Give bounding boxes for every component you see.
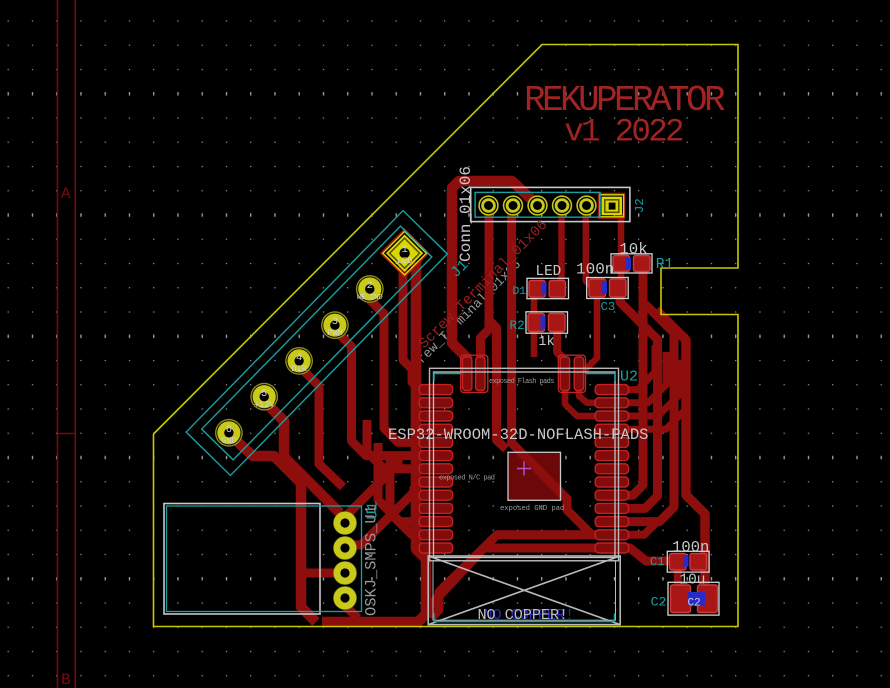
svg-text:Conn_01x06: Conn_01x06	[457, 166, 475, 262]
svg-text:A: A	[61, 185, 71, 203]
svg-text:NO COPPER!: NO COPPER!	[484, 606, 575, 624]
svg-text:C1: C1	[650, 555, 665, 569]
svg-text:v1 2022: v1 2022	[564, 114, 683, 151]
svg-text:3: 3	[332, 316, 338, 328]
svg-text:U2: U2	[620, 369, 638, 386]
svg-text:100n: 100n	[576, 261, 614, 279]
svg-text:2: 2	[367, 280, 373, 292]
svg-text:R1: R1	[656, 257, 674, 273]
svg-text:D1: D1	[513, 286, 527, 298]
svg-text:DIR: DIR	[291, 364, 306, 374]
svg-text:R2: R2	[510, 318, 525, 333]
svg-text:1k: 1k	[538, 335, 554, 350]
svg-text:exposed N/C pad: exposed N/C pad	[439, 475, 495, 483]
svg-text:OSKJ_SMPS_U1: OSKJ_SMPS_U1	[363, 505, 381, 616]
svg-text:PWM: PWM	[327, 328, 342, 338]
svg-text:100n: 100n	[672, 539, 709, 557]
svg-text:6: 6	[226, 424, 232, 436]
svg-text:10k: 10k	[619, 241, 647, 259]
svg-text:exposed GND pad: exposed GND pad	[500, 505, 564, 513]
svg-text:NO COPPER!: NO COPPER!	[478, 606, 569, 624]
svg-text:U1: U1	[365, 501, 382, 519]
svg-text:C2: C2	[651, 595, 667, 610]
svg-text:5: 5	[261, 388, 267, 400]
svg-text:WE_IND: WE_IND	[357, 294, 383, 302]
svg-text:exposed Flash pads: exposed Flash pads	[489, 378, 554, 386]
svg-text:B: B	[61, 671, 71, 688]
svg-text:LED: LED	[397, 256, 412, 266]
svg-text:C2: C2	[688, 598, 701, 610]
svg-text:C3: C3	[601, 300, 616, 314]
svg-text:REKUPERATOR: REKUPERATOR	[524, 80, 725, 121]
svg-text:10u: 10u	[680, 573, 706, 589]
svg-text:+12V: +12V	[254, 400, 275, 410]
svg-text:GND: GND	[221, 436, 236, 446]
svg-text:ESP32-WROOM-32D-NOFLASH-PADS: ESP32-WROOM-32D-NOFLASH-PADS	[388, 426, 648, 444]
svg-text:1: 1	[401, 244, 407, 256]
svg-text:J2: J2	[633, 198, 647, 213]
svg-text:4: 4	[296, 352, 302, 364]
svg-text:LED: LED	[536, 264, 562, 280]
